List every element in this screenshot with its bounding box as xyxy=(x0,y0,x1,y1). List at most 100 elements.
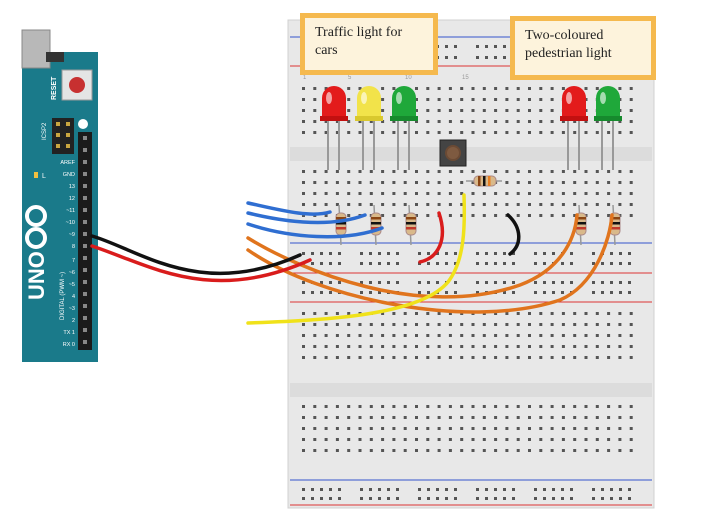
breadboard-hole xyxy=(539,416,543,419)
breadboard-hole xyxy=(369,427,373,430)
breadboard-hole xyxy=(595,449,599,452)
breadboard-hole xyxy=(584,334,588,337)
breadboard-hole xyxy=(381,405,385,408)
breadboard-hole xyxy=(476,45,479,48)
breadboard-hole xyxy=(311,497,314,500)
breadboard-hole xyxy=(324,181,328,184)
breadboard-hole xyxy=(476,497,479,500)
breadboard-hole xyxy=(460,192,464,195)
breadboard-hole xyxy=(302,181,305,184)
breadboard-hole xyxy=(584,312,588,315)
breadboard-hole xyxy=(437,109,441,112)
breadboard-hole xyxy=(539,334,543,337)
breadboard-hole xyxy=(482,87,486,90)
breadboard-hole xyxy=(561,291,564,294)
breadboard-hole xyxy=(381,345,385,348)
breadboard-hole xyxy=(378,497,381,500)
breadboard-hole xyxy=(448,181,452,184)
breadboard-hole xyxy=(543,262,546,265)
breadboard-hole xyxy=(550,334,554,337)
breadboard-hole xyxy=(403,323,407,326)
col-mark: 10 xyxy=(405,75,412,81)
breadboard-hole xyxy=(358,323,362,326)
breadboard-hole xyxy=(302,192,305,195)
breadboard-hole xyxy=(392,312,396,315)
breadboard-hole xyxy=(313,131,317,134)
breadboard-hole xyxy=(619,281,622,284)
breadboard-hole xyxy=(437,203,441,206)
breadboard-hole xyxy=(550,131,554,134)
breadboard-hole xyxy=(381,214,385,217)
breadboard-hole xyxy=(584,192,588,195)
breadboard-hole xyxy=(426,203,430,206)
breadboard-hole xyxy=(313,312,317,315)
header-pin xyxy=(83,136,87,140)
breadboard-hole xyxy=(629,345,633,348)
breadboard-hole xyxy=(392,214,396,217)
breadboard-hole xyxy=(369,488,372,491)
breadboard-hole xyxy=(550,181,554,184)
breadboard-hole xyxy=(460,438,464,441)
breadboard-hole xyxy=(607,203,611,206)
breadboard-hole xyxy=(505,427,509,430)
breadboard-hole xyxy=(445,252,448,255)
breadboard-hole xyxy=(448,323,452,326)
breadboard-hole xyxy=(403,312,407,315)
breadboard-hole xyxy=(320,262,323,265)
breadboard-hole xyxy=(426,427,430,430)
breadboard-hole xyxy=(320,497,323,500)
breadboard-hole xyxy=(381,323,385,326)
breadboard-hole xyxy=(471,120,475,123)
breadboard-hole xyxy=(448,98,452,101)
breadboard-hole xyxy=(454,56,457,59)
breadboard-hole xyxy=(415,416,418,419)
breadboard-hole xyxy=(618,323,622,326)
breadboard-hole xyxy=(437,120,441,123)
breadboard-hole xyxy=(539,192,543,195)
wire-black-short xyxy=(506,213,521,256)
breadboard: 1 5 10 15 20 25 30 xyxy=(287,19,655,509)
breadboard-hole xyxy=(618,427,622,430)
breadboard-hole xyxy=(426,131,430,134)
header-pin xyxy=(83,292,87,296)
breadboard-hole xyxy=(595,120,599,123)
breadboard-hole xyxy=(494,345,498,348)
breadboard-hole xyxy=(313,181,317,184)
breadboard-hole xyxy=(347,427,351,430)
breadboard-hole xyxy=(476,488,479,491)
breadboard-hole xyxy=(618,449,622,452)
breadboard-hole xyxy=(415,323,418,326)
breadboard-hole xyxy=(471,323,475,326)
breadboard-hole xyxy=(592,497,595,500)
breadboard-hole xyxy=(618,192,622,195)
breadboard-hole xyxy=(448,87,452,90)
breadboard-hole xyxy=(358,356,362,359)
pin-label-gnd: GND xyxy=(63,172,75,178)
breadboard-hole xyxy=(369,416,373,419)
breadboard-hole xyxy=(324,120,328,123)
breadboard-hole xyxy=(561,334,565,337)
breadboard-hole xyxy=(512,262,515,265)
breadboard-hole xyxy=(369,281,372,284)
breadboard-hole xyxy=(335,334,339,337)
breadboard-hole xyxy=(482,203,486,206)
breadboard-hole xyxy=(550,170,554,173)
breadboard-hole xyxy=(437,438,441,441)
breadboard-hole xyxy=(512,252,515,255)
header-pin xyxy=(83,244,87,248)
breadboard-hole xyxy=(392,131,396,134)
breadboard-hole xyxy=(471,87,475,90)
breadboard-hole xyxy=(505,203,509,206)
breadboard-hole xyxy=(313,109,317,112)
breadboard-hole xyxy=(471,449,475,452)
breadboard-hole xyxy=(426,109,430,112)
breadboard-hole xyxy=(482,334,486,337)
breadboard-hole xyxy=(460,120,464,123)
breadboard-hole xyxy=(561,312,565,315)
breadboard-hole xyxy=(338,281,341,284)
breadboard-hole xyxy=(358,438,362,441)
header-pin xyxy=(83,172,87,176)
breadboard-hole xyxy=(329,488,332,491)
breadboard-hole xyxy=(454,497,457,500)
breadboard-hole xyxy=(539,427,543,430)
